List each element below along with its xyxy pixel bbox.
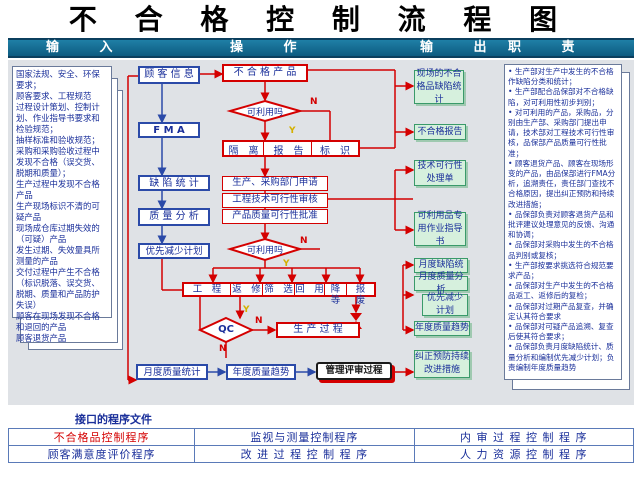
monthly-stats-box: 月度质量统计 <box>136 364 208 380</box>
file-monitor-measure[interactable]: 监视与测量控制程序 <box>194 428 415 446</box>
input-item: 生产现场标识不清的可疑产品 <box>16 201 100 222</box>
duty-item: • 生产部按要求挑选符合规范要求产品； <box>508 260 614 281</box>
input-item: 交付过程中产生不合格（标识脱落、误交货、脱期、质量和产品防护失误） <box>16 267 100 310</box>
customer-info-box: 顾 客 信 息 <box>138 66 200 84</box>
annual-trend-box: 年度质量趋势 <box>226 364 296 380</box>
isolate-cell: 隔 离 <box>224 142 264 157</box>
output-tech-form: 技术可行性处理单 <box>414 160 466 186</box>
input-item: 生产过程中发现不合格产品 <box>16 179 100 200</box>
column-header-bar: 输 入 操 作 输 出 职 责 <box>8 38 634 58</box>
input-item: 过程设计策划、控制计划、作业指导书要求和检验规范； <box>16 102 100 134</box>
downgrade-cell: 降 等 <box>324 284 350 306</box>
yes-label-2: Y <box>283 259 290 269</box>
defect-stats-box: 缺 陷 统 计 <box>138 175 210 191</box>
duty-item: • 品保部对可疑产品追溯、复查后使其符合要求； <box>508 322 614 342</box>
mgmt-review-box: 管理评审过程 <box>316 362 392 380</box>
usable-q1-label: 可利用吗 <box>246 108 283 118</box>
interface-table: 不合格品控制程序 监视与测量控制程序 内 审 过 程 控 制 程 序 顾客满意度… <box>7 428 635 463</box>
usable-decision-2 <box>226 237 304 262</box>
interface-heading: 接口的程序文件 <box>75 413 152 426</box>
duty-item: • 品保部对生产中发生的不合格品返工、返修后的复检； <box>508 281 614 301</box>
input-item: 国家法规、安全、环保要求； <box>16 69 100 90</box>
page-title: 不 合 格 控 制 流 程 图 <box>68 3 572 36</box>
eng-feasibility-box: 工程技术可行性审核 <box>222 193 328 208</box>
quality-analysis-box: 质 量 分 析 <box>138 208 210 226</box>
qc-no-label: N <box>255 316 263 326</box>
input-item: 顾客要求、工程规范 <box>16 91 92 101</box>
output-stats: 现场的不合格品缺陷统计 <box>414 69 464 105</box>
no-label-2: N <box>300 236 308 246</box>
return-cell: 回 用 <box>294 284 324 295</box>
file-improvement[interactable]: 改 进 过 程 控 制 程 序 <box>194 445 415 463</box>
output-annual: 年度质量趋势 <box>414 321 470 336</box>
input-item: 采购和采购验收过程中发现不合格（误交货、脱期和质量）； <box>16 146 100 178</box>
duty-items: • 生产部对生产中发生的不合格作缺陷分类和统计；• 生产部配合品保部对不合格缺陷… <box>508 67 618 373</box>
rework-cell: 返 修 <box>230 284 262 295</box>
duty-list: • 生产部对生产中发生的不合格作缺陷分类和统计；• 生产部配合品保部对不合格缺陷… <box>504 64 622 380</box>
header-duty: 职 责 <box>508 40 593 55</box>
label-cell: 标 识 <box>320 146 350 157</box>
input-item: 发生过期、失效量具所测量的产品 <box>16 245 100 266</box>
work-cell: 工 程 <box>192 284 222 295</box>
output-report: 不合格报告 <box>414 124 466 140</box>
qc-no-label-bottom: N <box>219 344 227 354</box>
duty-item: • 顾客退货产品、顾客在现场形变的产品，由品保部进行FMA分析，追溯责任，责任部… <box>508 158 616 209</box>
file-hr[interactable]: 人 力 资 源 控 制 程 序 <box>413 445 635 463</box>
quality-approve-box: 产品质量可行性批准 <box>222 209 328 224</box>
report-cell: 报 告 <box>266 142 312 157</box>
usable-q2-label: 可利用吗 <box>246 246 283 256</box>
output-corrective: 纠正预防持续改进措施 <box>414 350 470 378</box>
input-item: 现场成仓库过期失效的（可疑）产品 <box>16 223 100 244</box>
header-input: 输 入 <box>46 40 131 55</box>
duty-item: • 品保部负责月度缺陷统计、质量分析和编制优先减少计划；负责编制年度质量趋势 <box>508 342 615 372</box>
output-monthly-defect: 月度缺陷统 <box>414 258 468 273</box>
duty-item: • 品保部对采购中发生的不合格品判别或复核； <box>508 240 614 260</box>
no-label-1: N <box>310 97 318 107</box>
production-box: 生 产 过 程 <box>276 322 360 338</box>
file-customer-satisfaction[interactable]: 顾客满意度评价程序 <box>7 445 196 463</box>
file-nc-control[interactable]: 不合格品控制程序 <box>7 428 196 446</box>
output-priority: 优先减少计划 <box>422 293 468 316</box>
input-item: 顾客退货产品 <box>16 333 67 343</box>
input-list: 国家法规、安全、环保要求；顾客要求、工程规范过程设计策划、控制计划、作业指导书要… <box>12 66 112 343</box>
duty-item: • 品保部负责对顾客退货产品和批评建议处理意见的反馈、沟通和协调； <box>508 209 615 240</box>
scrap-cell: 报 废 <box>346 284 375 306</box>
qc-label: QC <box>218 324 234 335</box>
duty-item: • 生产部配合品保部对不合格缺陷，对可利用性初步判别； <box>508 87 614 107</box>
screen-cell: 筛 选 <box>262 284 294 295</box>
duty-item: • 生产部对生产中发生的不合格作缺陷分类和统计； <box>508 67 614 87</box>
priority-reduce-box: 优先减少计划 <box>138 243 210 259</box>
fma-box: F M A <box>138 122 200 138</box>
yes-label-1: Y <box>289 126 296 136</box>
input-item: 抽样标准和验收规范； <box>16 135 100 145</box>
header-output: 输 出 <box>420 40 505 55</box>
qc-decision <box>197 316 255 344</box>
usable-decision-1 <box>226 99 304 123</box>
nc-product-box: 不 合 格 产 品 <box>222 64 308 82</box>
header-operation: 操 作 <box>230 40 315 55</box>
duty-item: • 品保部对过期产品复查，并确定认其符合要求 <box>508 301 614 321</box>
file-internal-audit[interactable]: 内 审 过 程 控 制 程 序 <box>413 428 635 446</box>
output-field-guide: 可利用品专用作业指导书 <box>414 211 466 247</box>
table-row: 顾客满意度评价程序 改 进 过 程 控 制 程 序 人 力 资 源 控 制 程 … <box>7 445 635 463</box>
qc-yes-label: Y <box>243 305 250 315</box>
isolate-report-label-row <box>222 140 360 157</box>
input-item: 顾客在现场发现不合格和退回的产品 <box>16 311 100 332</box>
input-items: 国家法规、安全、环保要求；顾客要求、工程规范过程设计策划、控制计划、作业指导书要… <box>16 69 108 344</box>
table-row: 不合格品控制程序 监视与测量控制程序 内 审 过 程 控 制 程 序 <box>7 428 635 446</box>
duty-item: • 对可利用的产品，采购品，分别由生产部、采购部门提出申请，技术部对工程技术可行… <box>508 107 615 158</box>
prod-purchase-app-box: 生产、采购部门申请 <box>222 176 328 191</box>
output-monthly-analysis: 月度质量分析 <box>414 272 468 295</box>
